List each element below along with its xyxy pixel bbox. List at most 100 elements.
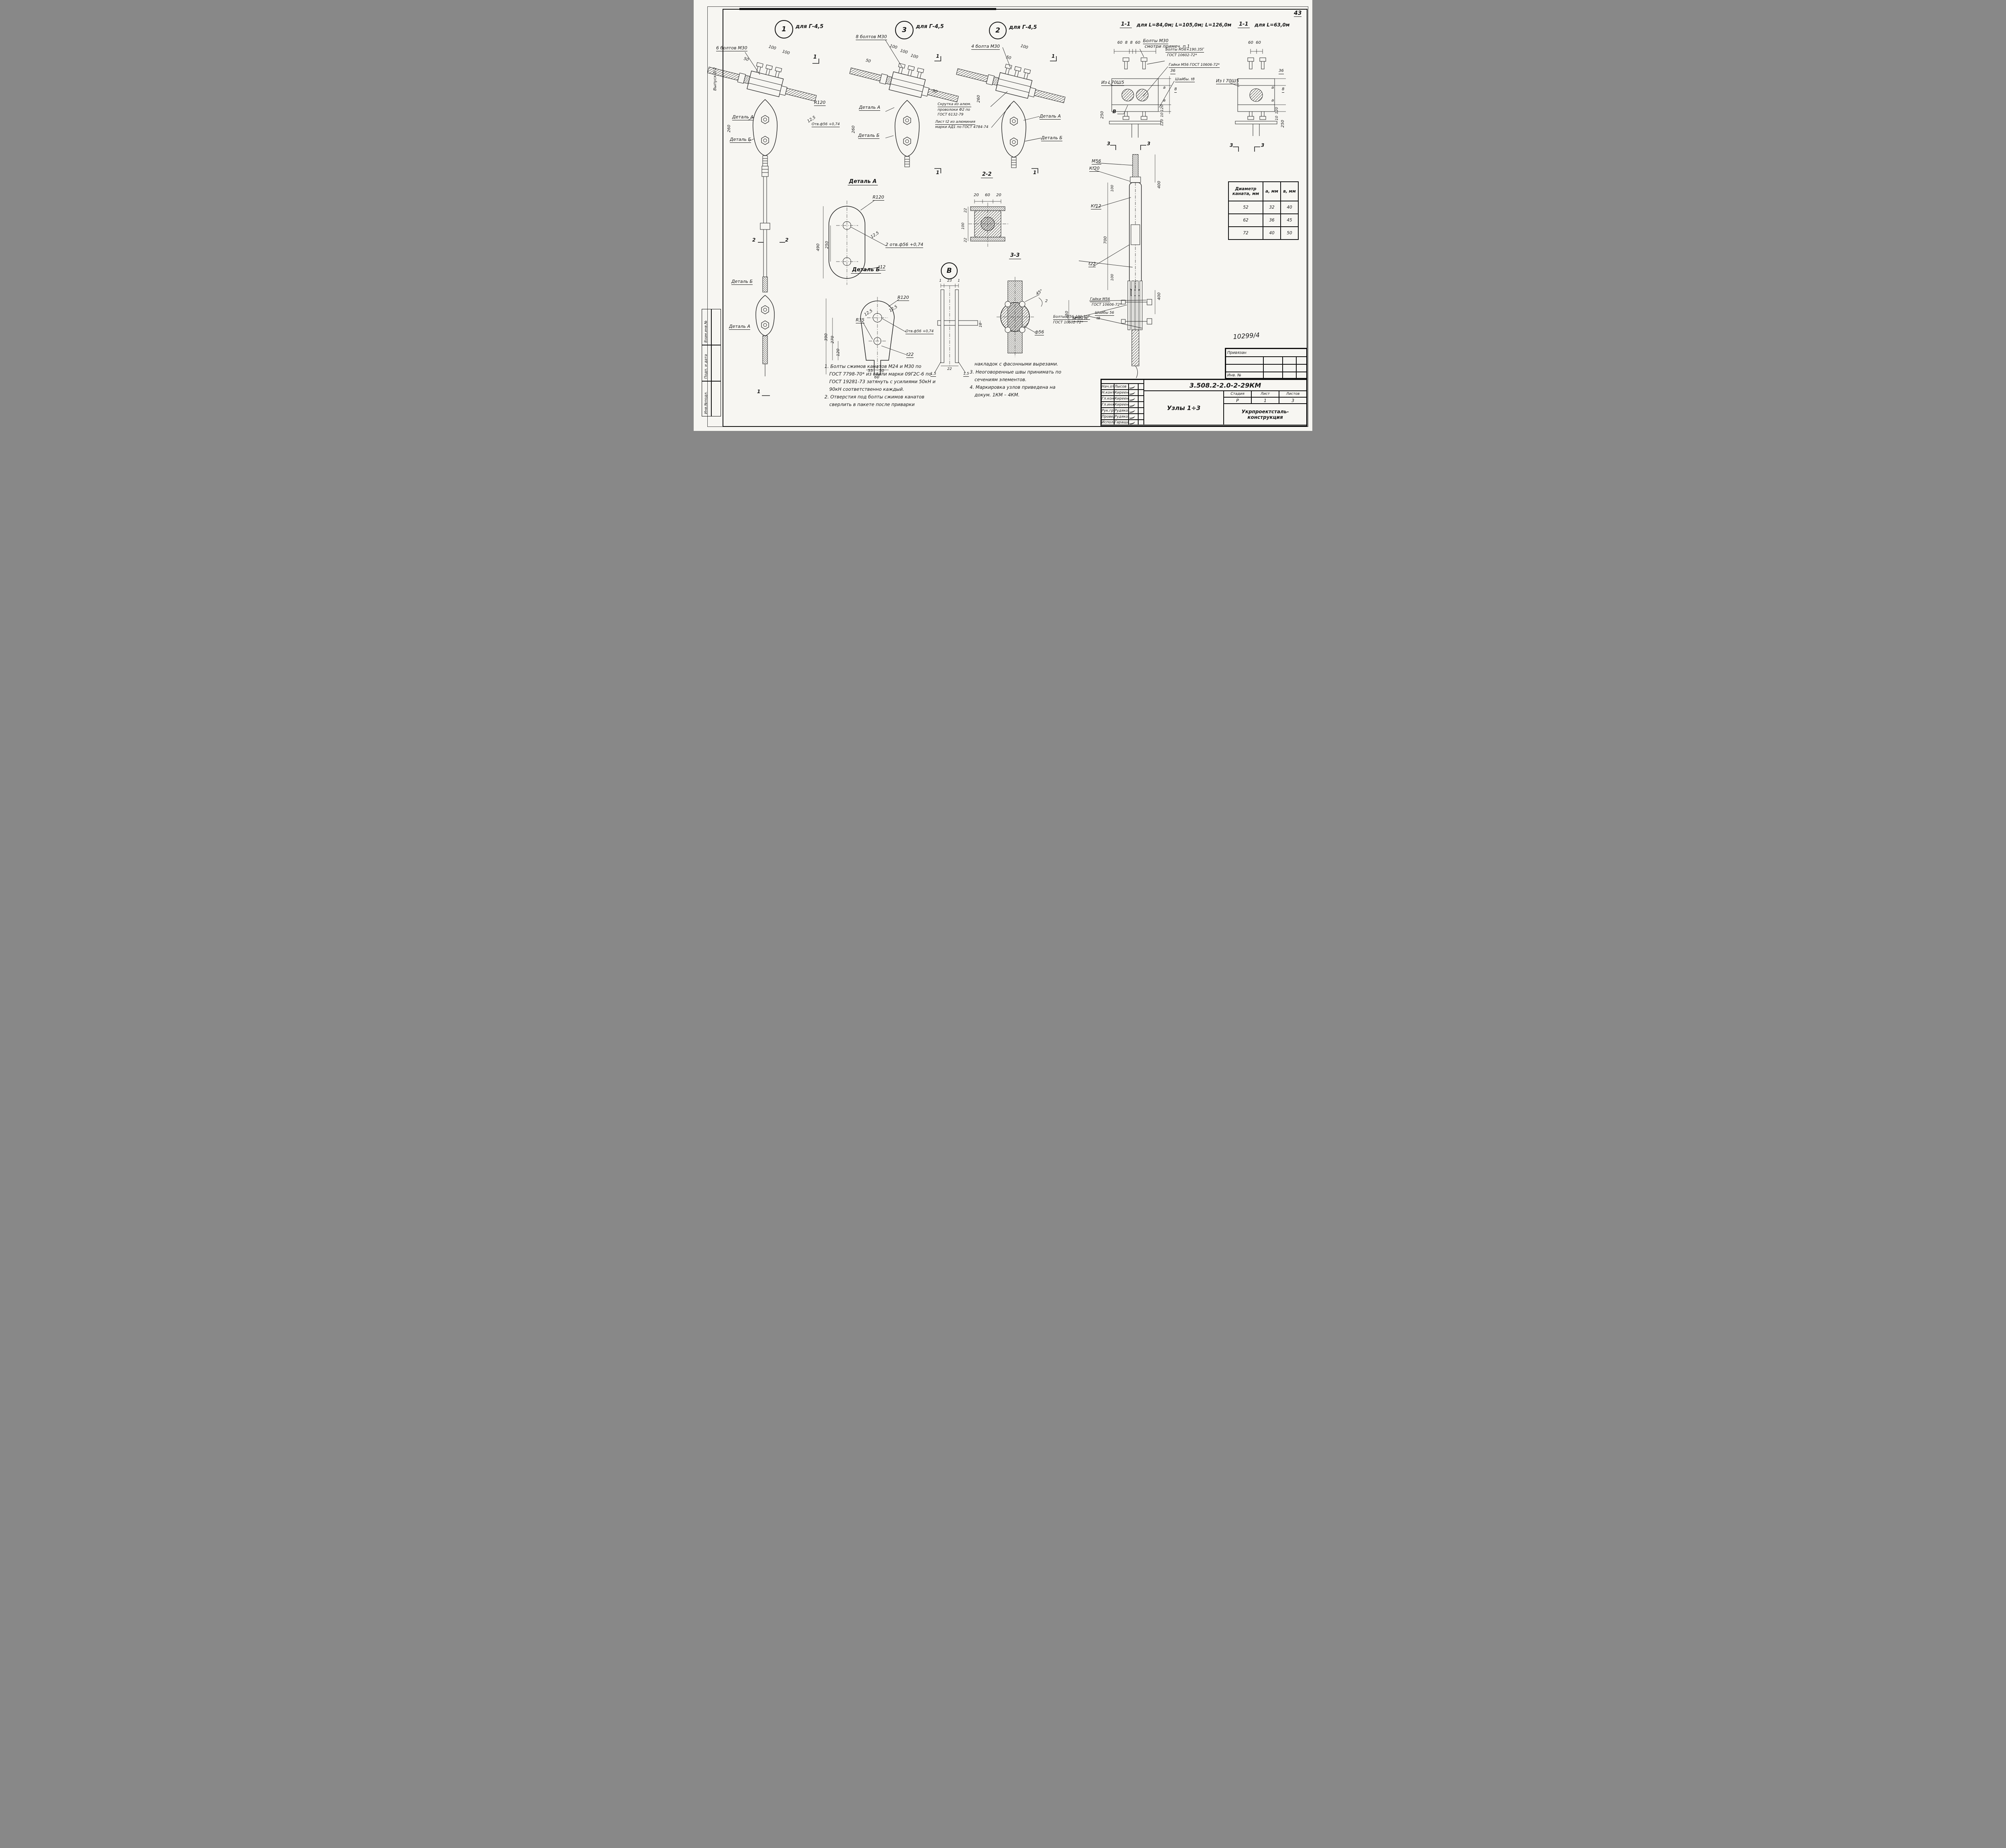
table-row: 72 40 50 (1228, 226, 1299, 240)
nuts-callout: Гайки М56 ГОСТ 10606-72* (1169, 63, 1220, 68)
role: Исполнил (1101, 420, 1114, 425)
role: Н.контр (1101, 390, 1114, 396)
dim: 120 (836, 348, 841, 356)
edition-label: Выпуск 0-2 (713, 67, 717, 91)
dim: 10 (1275, 116, 1279, 120)
name: Киреенко (1114, 402, 1129, 408)
section-mark: 2 (752, 237, 756, 243)
dim: 22 (964, 208, 968, 213)
radius-label: R120 (897, 295, 909, 301)
thread-label: М56LH (1072, 316, 1088, 322)
section-mark: 3 (1107, 141, 1111, 146)
bolts-m56-callout: Болты М56×190.35Г (1165, 48, 1204, 53)
cell: 40 (1280, 201, 1299, 214)
stamp-label: Инв.№подл. (704, 391, 708, 414)
node2-scope: для Г-4,5 (1009, 24, 1037, 30)
dim: 270 (830, 335, 835, 343)
nuts-callout: ГОСТ 10606-72* (1092, 303, 1122, 307)
radius-label: R120 (873, 195, 884, 201)
organization: Укрпроектсталь- (1241, 408, 1289, 414)
cell: 72 (1228, 226, 1263, 240)
sheet-title: Узлы 1÷3 (1144, 391, 1224, 425)
dim: 260 (727, 124, 731, 132)
sheets-header: Листов (1279, 391, 1307, 397)
detail-a-label: Деталь А (729, 324, 751, 330)
node3-scope: для Г-4,5 (916, 24, 944, 30)
section-subtitle: для L=63,0м (1255, 22, 1290, 28)
note-line: накладок с фасонными вырезами. (975, 361, 1058, 367)
dim: 120 (1275, 107, 1279, 114)
detail-b-label: Деталь Б (730, 137, 751, 143)
diameter-label: ф56 (1035, 329, 1044, 335)
drawing-linework (694, 40, 1286, 396)
section-mark: 3 (1261, 142, 1265, 148)
dim: 1 (939, 279, 942, 283)
thickness-label: t22 (1088, 261, 1096, 267)
dim: 1 (958, 279, 960, 283)
bolts-m56-callout: ГОСТ 10602-72* (1167, 53, 1197, 57)
node-marker-3: 3 (895, 21, 914, 39)
detail-title: Деталь А (848, 179, 878, 185)
rope-diameter-table: Диаметр каната, мм а, мм в, мм 52 32 40 … (1228, 181, 1299, 240)
dim: 36 (1279, 69, 1284, 74)
bolts-m30-callout: смотри примеч. п.1 (1145, 44, 1190, 49)
table-header: в, мм (1280, 181, 1299, 201)
dim: 390 (824, 333, 828, 341)
dim: 250 (1100, 111, 1105, 119)
dim: 2 (1045, 299, 1048, 303)
weld-label: Кf20 (1089, 166, 1100, 172)
cell: 40 (1263, 226, 1281, 240)
node2-bolts-callout: 4 болта М30 (971, 44, 1000, 50)
dim: 20 (974, 193, 979, 197)
note-line: ГОСТ 19281-73 затянуть с усилиями 50кН и (829, 379, 936, 384)
dim: 120 (1160, 104, 1164, 112)
sheet-header: Лист (1251, 391, 1279, 397)
section-mark: 3 (1230, 142, 1233, 148)
radius-label: R120 (814, 100, 826, 106)
dim: 250 (825, 241, 829, 249)
node1-scope: для Г-4,5 (796, 24, 824, 30)
cell: 32 (1263, 201, 1281, 214)
node3-bolts-callout: 8 болтов М30 (856, 34, 887, 40)
sheet-note: Лист t2 из алюминия (935, 120, 975, 125)
sheet-value: 1 (1251, 397, 1279, 404)
role: Нач.отд (1101, 384, 1114, 390)
note-line: 4. Маркировка узлов приведена на (970, 384, 1056, 390)
dim-chain: 60 8 8 60 (1117, 41, 1141, 45)
table-row: 52 32 40 (1228, 201, 1299, 214)
signature (1129, 384, 1138, 390)
note-line: сечениям элементов. (975, 377, 1027, 382)
dim: 10 (1160, 112, 1164, 117)
section-mark: 3 (1147, 141, 1151, 146)
dim: 8 (1282, 87, 1285, 93)
sheets-value: 3 (1279, 397, 1307, 404)
washers-callout: Шайбы. t8 (1175, 77, 1195, 83)
detail-title: Деталь Б (851, 267, 881, 274)
dim: а (1163, 85, 1166, 90)
name: Киреенко (1114, 396, 1129, 402)
stamp-label: Подп. и дата (704, 354, 708, 379)
thickness-label: t12 (878, 264, 886, 270)
node-marker-1: 1 (775, 20, 793, 39)
radius-label: R35 (856, 317, 865, 323)
dim: 20 (996, 193, 1001, 197)
dim: а (1163, 98, 1166, 103)
detail-v-marker: В (941, 262, 958, 279)
document-number: 3.508.2-2.0-2-29КМ (1144, 380, 1307, 391)
cell: 62 (1228, 213, 1263, 227)
cell: 50 (1280, 226, 1299, 240)
section-mark: 1 (813, 54, 817, 60)
table-row: 62 36 45 (1228, 213, 1299, 227)
role: Рук.гр. (1101, 408, 1114, 414)
node1-bolts-callout: 6 болтов М30 (716, 45, 747, 51)
dim: 60 (874, 375, 879, 380)
dim: 250 (1281, 120, 1285, 128)
cell: 52 (1228, 201, 1263, 214)
detail-b-label: Деталь Б (858, 133, 880, 139)
weld-label: Кf12 (1091, 203, 1101, 209)
role: Гл.констр (1101, 396, 1114, 402)
dim: а (1271, 85, 1274, 90)
note-line: сверлить в пакете после приварки (829, 402, 915, 407)
note-line: 1. Болты сжимов канатов М24 и М30 по (824, 364, 922, 369)
table-header: Диаметр каната, мм (1228, 181, 1263, 201)
